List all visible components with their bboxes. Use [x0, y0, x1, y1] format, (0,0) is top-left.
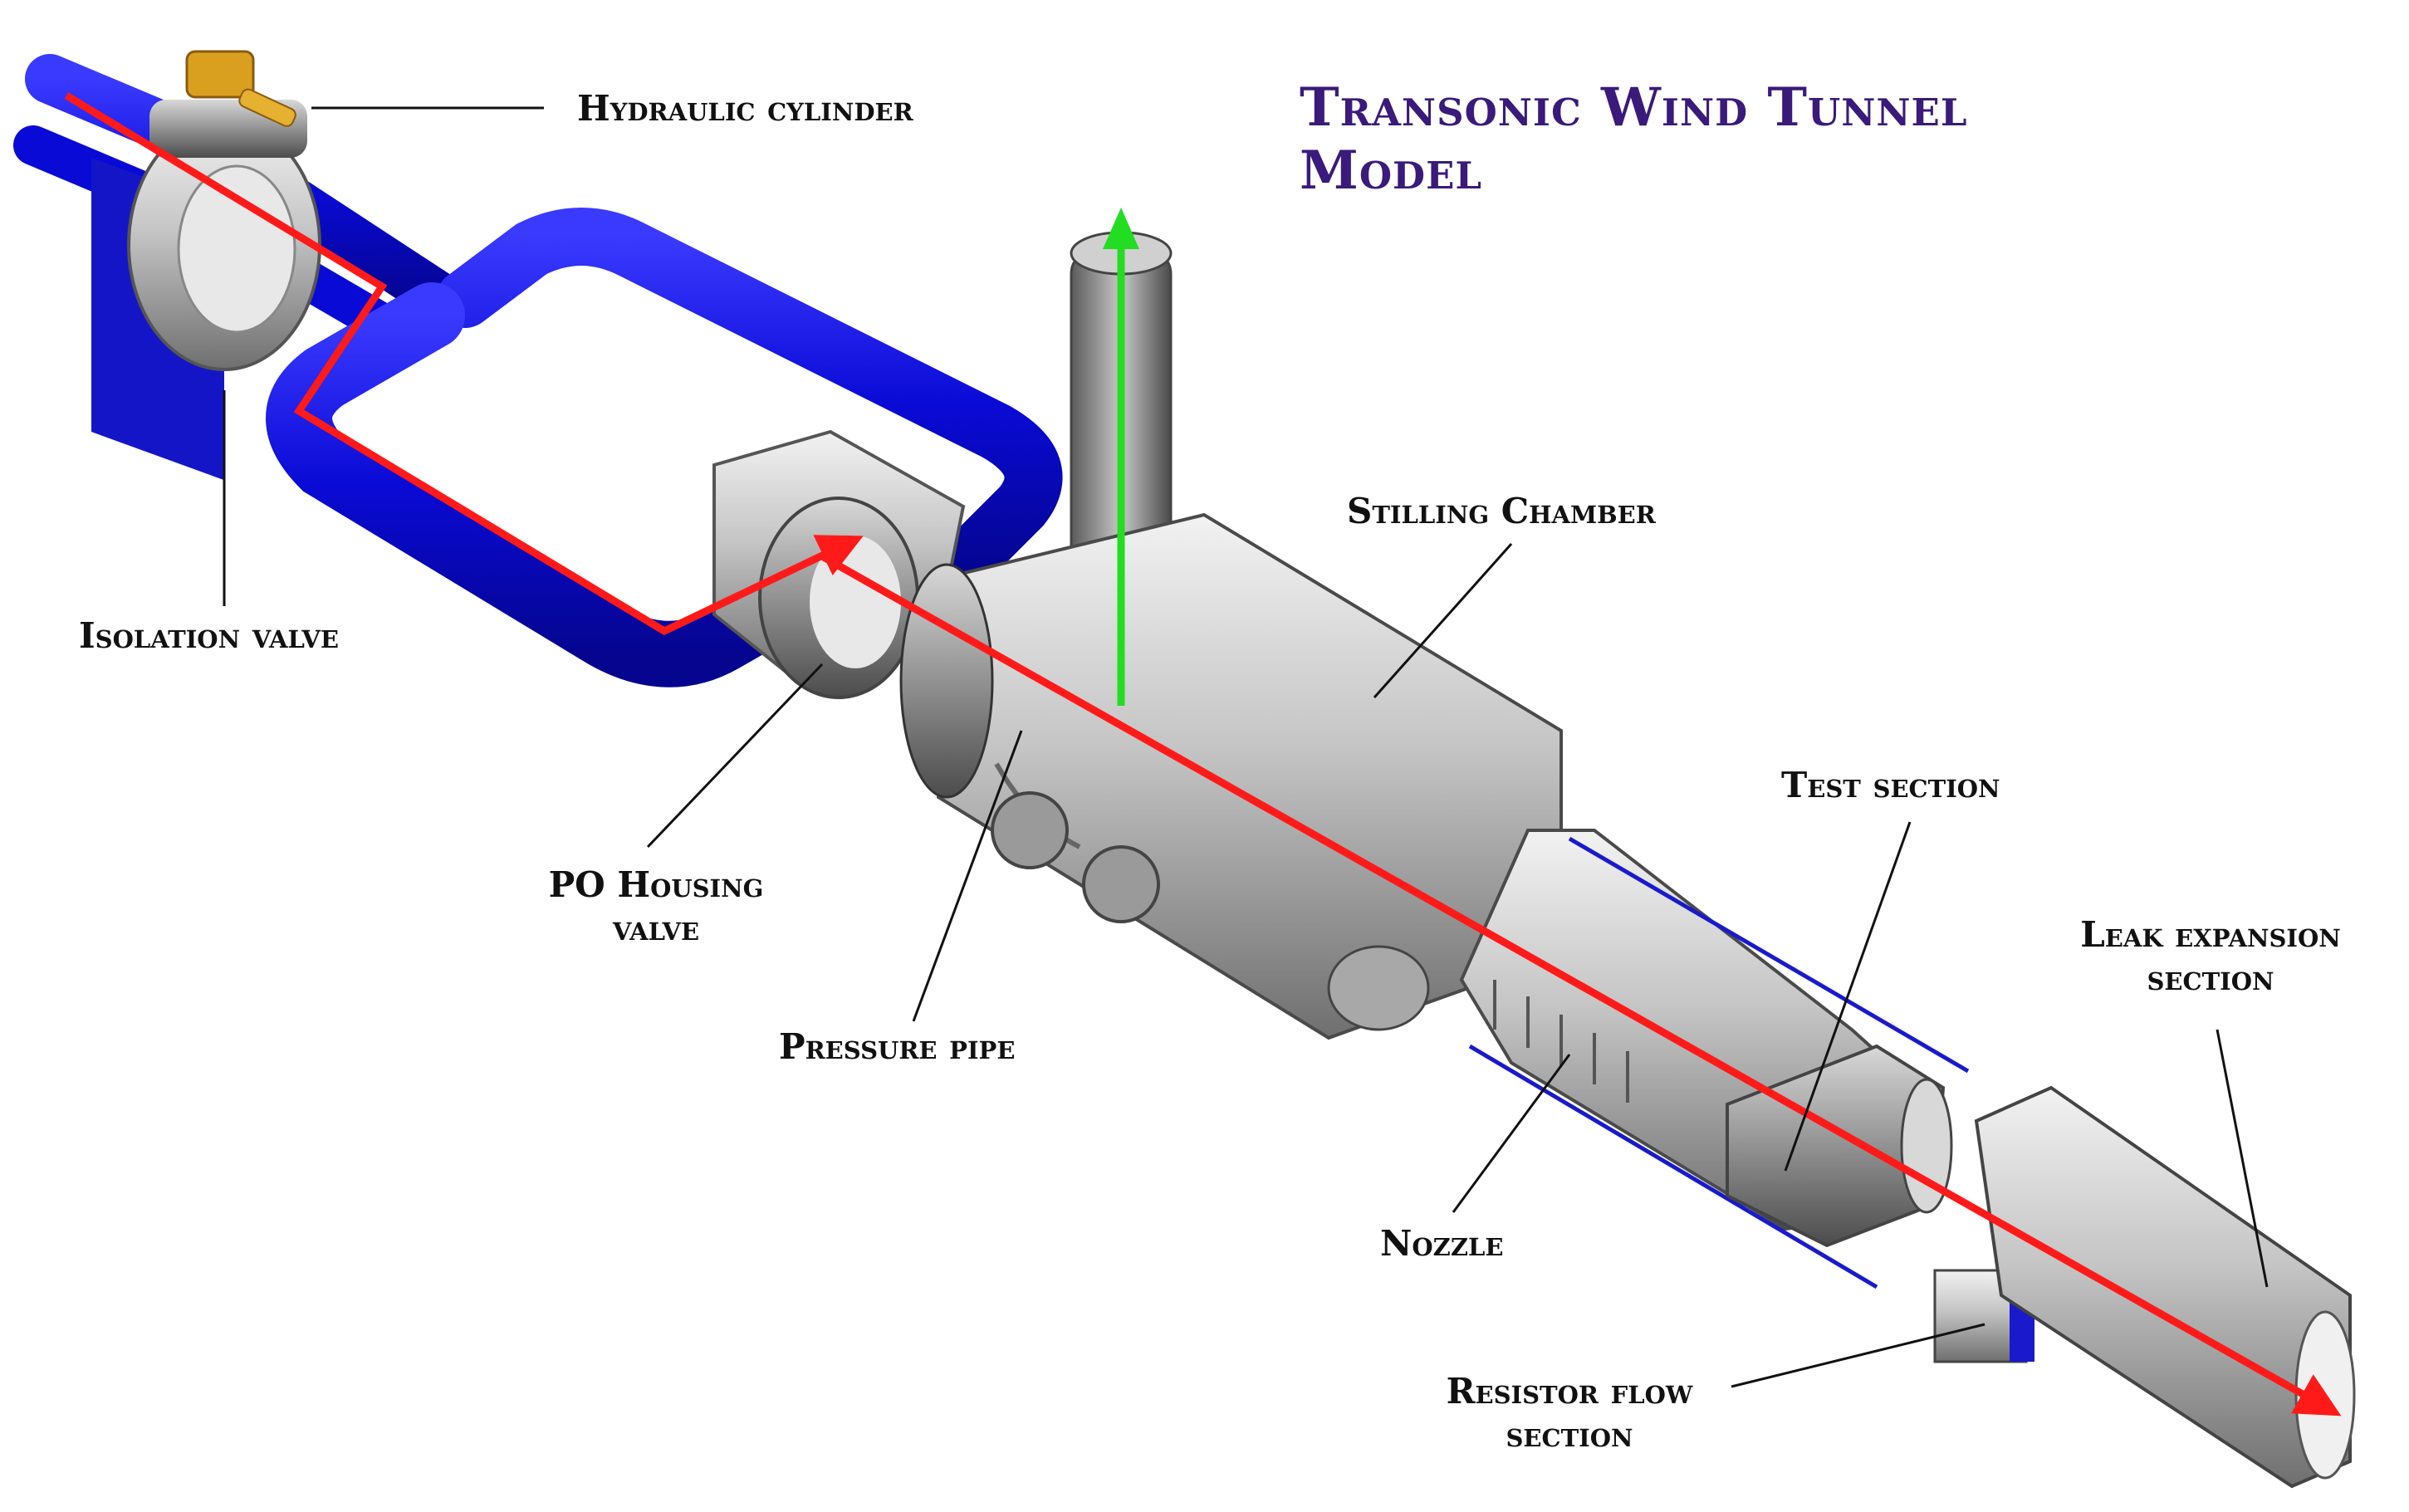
title-line-2: Model	[1300, 139, 1483, 202]
exhaust-arrow	[1103, 208, 1139, 706]
label-po-housing-valve: PO Housing valve	[549, 864, 764, 950]
label-po-housing-valve-line-2: valve	[612, 908, 700, 948]
label-resistor-flow-section: Resistor flow section	[1447, 1370, 1693, 1456]
label-resistor-flow-line-1: Resistor flow	[1446, 1371, 1693, 1412]
hydraulic-cylinder-body	[185, 50, 296, 127]
label-nozzle: Nozzle	[1380, 1223, 1504, 1264]
label-isolation-valve: Isolation valve	[79, 615, 339, 656]
label-stilling-chamber: Stilling Chamber	[1347, 491, 1656, 531]
leader-lines	[223, 106, 2269, 1388]
label-resistor-flow-line-2: section	[1506, 1414, 1633, 1455]
pressure-pipe-body	[899, 512, 1563, 1040]
label-hydraulic-cylinder: Hydraulic cylinder	[577, 88, 913, 129]
diagram-title: Transonic Wind Tunnel Model	[1300, 76, 1967, 203]
label-leak-expansion-line-1: Leak expansion	[2080, 914, 2341, 955]
label-leak-expansion-section: Leak expansion section	[2080, 913, 2341, 1000]
flow-path-arrows	[64, 92, 2342, 1417]
leak-expansion-section-body	[1974, 1085, 2356, 1489]
label-test-section: Test section	[1781, 765, 2000, 805]
label-po-housing-valve-line-1: PO Housing	[548, 864, 764, 905]
tie-rods	[1468, 836, 1970, 1289]
label-pressure-pipe: Pressure pipe	[779, 1026, 1016, 1067]
label-leak-expansion-line-2: section	[2147, 957, 2274, 998]
title-line-1: Transonic Wind Tunnel	[1300, 76, 1968, 139]
